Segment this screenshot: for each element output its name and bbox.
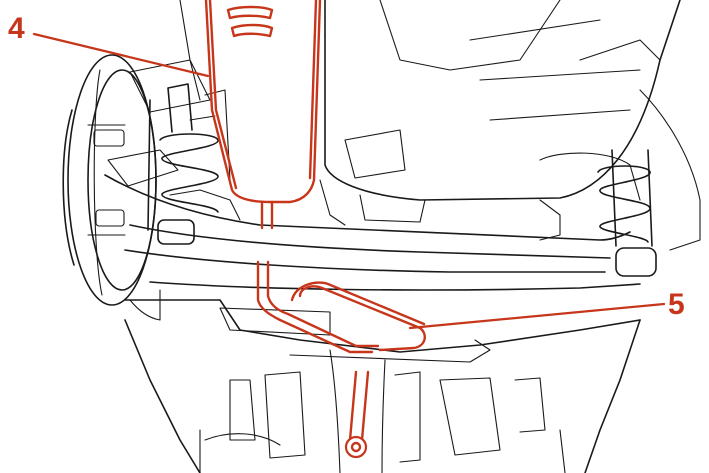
left-coil-spring [129,59,219,245]
part-5-pipe-lines [256,200,426,459]
part-4-tunnel-shield [204,0,322,204]
fastener-nut [344,435,368,459]
callout-label-4: 4 [8,12,25,45]
callout-5-leader [408,302,666,330]
rear-crossmember [104,149,641,291]
underbody-line-art [62,0,701,473]
upper-body-panels [319,0,701,251]
callout-4-leader [32,32,210,78]
callout-label-5: 5 [668,288,685,321]
floor-panel [124,289,641,473]
left-wheel [62,54,157,306]
underbody-ribs [199,349,566,473]
